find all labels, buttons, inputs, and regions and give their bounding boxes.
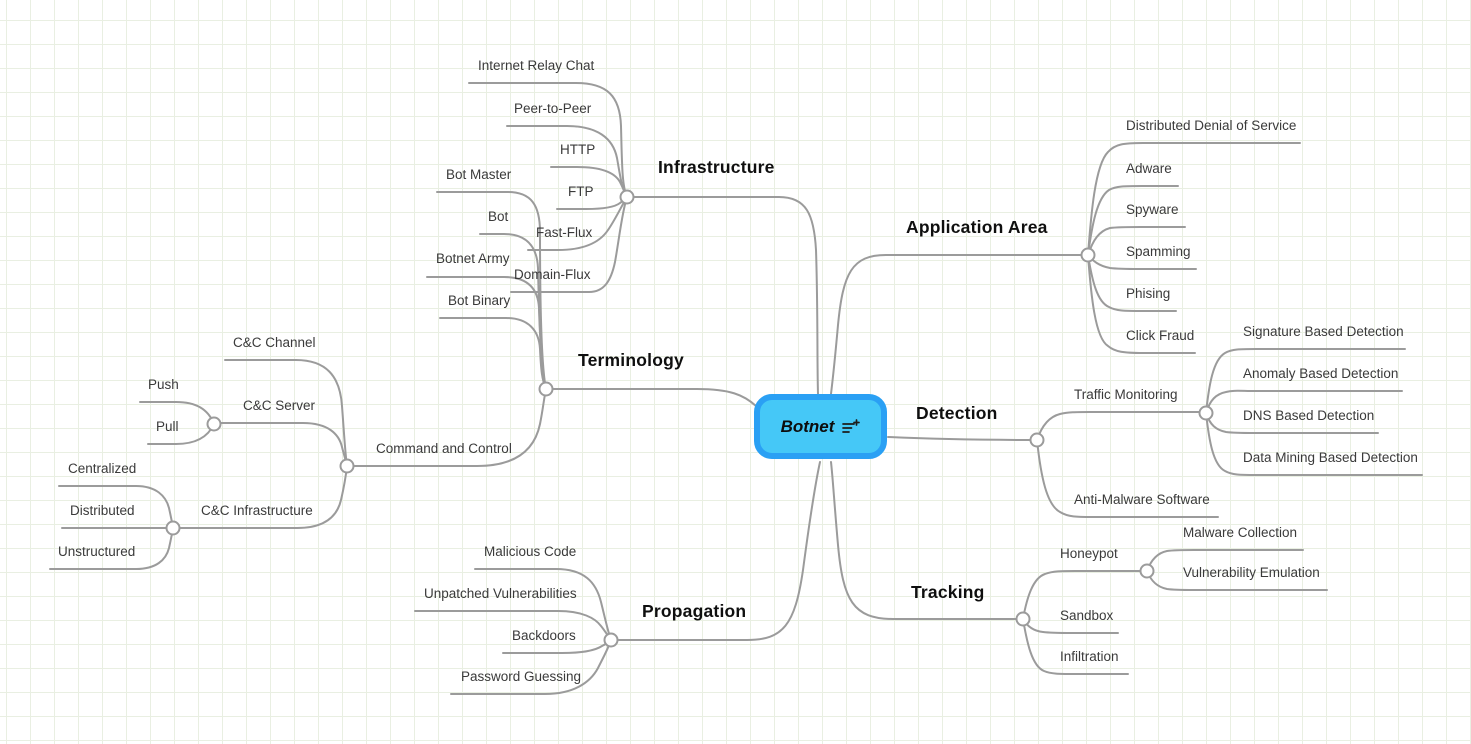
node-centralized[interactable]: Centralized	[68, 461, 137, 476]
edge-anomaly-based-detection	[1205, 389, 1403, 414]
node-command-and-control[interactable]: Command and Control	[376, 441, 512, 456]
node-backdoors[interactable]: Backdoors	[512, 628, 576, 643]
branch-detection[interactable]: Detection	[916, 403, 998, 423]
node-bot-binary[interactable]: Bot Binary	[448, 293, 511, 308]
node-vulnerability-emulation[interactable]: Vulnerability Emulation	[1183, 565, 1320, 580]
edge-data-mining-based-detection	[1205, 412, 1423, 476]
edge-domain-flux	[510, 196, 628, 293]
node-anomaly-based-detection[interactable]: Anomaly Based Detection	[1243, 366, 1399, 381]
node-botnet-army[interactable]: Botnet Army	[436, 251, 510, 266]
node-sandbox[interactable]: Sandbox	[1060, 608, 1114, 623]
edge-bot-binary	[439, 317, 547, 390]
edge-peer-to-peer	[506, 125, 628, 198]
node-spyware[interactable]: Spyware	[1126, 202, 1179, 217]
edge-adware	[1087, 185, 1179, 256]
node-ftp[interactable]: FTP	[568, 184, 594, 199]
edge-command-and-control	[346, 388, 547, 467]
edge-honeypot	[1022, 570, 1147, 620]
node-anti-malware-software[interactable]: Anti-Malware Software	[1074, 492, 1210, 507]
node-bot[interactable]: Bot	[488, 209, 509, 224]
edge-infrastructure	[626, 196, 819, 395]
junction-toggle-traffic-monitoring[interactable]	[1198, 405, 1214, 421]
junction-toggle-detection[interactable]	[1029, 432, 1045, 448]
edge-signature-based-detection	[1205, 348, 1406, 414]
node-infiltration[interactable]: Infiltration	[1060, 649, 1119, 664]
node-phising[interactable]: Phising	[1126, 286, 1171, 301]
node-peer-to-peer[interactable]: Peer-to-Peer	[514, 101, 592, 116]
junction-toggle-application-area[interactable]	[1080, 247, 1096, 263]
edge-fast-flux	[527, 196, 628, 251]
edge-malware-collection	[1146, 549, 1304, 572]
node-distributed[interactable]: Distributed	[70, 503, 135, 518]
edge-traffic-monitoring	[1036, 411, 1206, 441]
node-fast-flux[interactable]: Fast-Flux	[536, 225, 593, 240]
junction-toggle-tracking[interactable]	[1015, 611, 1031, 627]
edge-dns-based-detection	[1205, 412, 1379, 434]
branch-application-area[interactable]: Application Area	[906, 217, 1048, 237]
list-plus-icon[interactable]	[842, 419, 861, 434]
node-adware[interactable]: Adware	[1126, 161, 1172, 176]
edge-infiltration	[1022, 618, 1129, 675]
node-unstructured[interactable]: Unstructured	[58, 544, 136, 559]
node-password-guessing[interactable]: Password Guessing	[461, 669, 582, 684]
edge-tracking	[830, 461, 1024, 620]
node-dns-based-detection[interactable]: DNS Based Detection	[1243, 408, 1375, 423]
edge-password-guessing	[450, 639, 612, 695]
edge-phising	[1087, 254, 1177, 312]
edge-anti-malware-software	[1036, 439, 1219, 518]
junction-toggle-propagation[interactable]	[603, 632, 619, 648]
edge-detection	[887, 436, 1037, 441]
edge-click-fraud	[1087, 254, 1196, 354]
branch-infrastructure[interactable]: Infrastructure	[658, 157, 775, 177]
junction-toggle-infrastructure[interactable]	[619, 189, 635, 205]
node-spamming[interactable]: Spamming	[1126, 244, 1191, 259]
edge-ddos	[1087, 142, 1301, 256]
node-traffic-monitoring[interactable]: Traffic Monitoring	[1074, 387, 1178, 402]
root-node-label: Botnet	[780, 416, 835, 436]
root-node-botnet[interactable]: Botnet	[754, 394, 887, 459]
edge-cc-server	[213, 422, 348, 467]
node-data-mining-based-detection[interactable]: Data Mining Based Detection	[1243, 450, 1418, 465]
node-bot-master[interactable]: Bot Master	[446, 167, 512, 182]
node-signature-based-detection[interactable]: Signature Based Detection	[1243, 324, 1404, 339]
edge-internet-relay-chat	[468, 82, 628, 198]
junction-toggle-cc-infrastructure[interactable]	[165, 520, 181, 536]
edge-application-area	[830, 254, 1089, 395]
edge-botnet-army	[426, 276, 547, 390]
junction-toggle-cc-server[interactable]	[206, 416, 222, 432]
node-click-fraud[interactable]: Click Fraud	[1126, 328, 1195, 343]
edge-malicious-code	[474, 568, 612, 641]
node-domain-flux[interactable]: Domain-Flux	[514, 267, 591, 282]
edge-propagation	[610, 461, 821, 641]
node-pull[interactable]: Pull	[156, 419, 179, 434]
node-push[interactable]: Push	[148, 377, 179, 392]
branch-terminology[interactable]: Terminology	[578, 350, 684, 370]
branch-tracking[interactable]: Tracking	[911, 582, 985, 602]
node-http[interactable]: HTTP	[560, 142, 596, 157]
node-internet-relay-chat[interactable]: Internet Relay Chat	[478, 58, 595, 73]
node-malware-collection[interactable]: Malware Collection	[1183, 525, 1298, 540]
node-honeypot[interactable]: Honeypot	[1060, 546, 1118, 561]
branch-propagation[interactable]: Propagation	[642, 601, 747, 621]
node-distributed-denial-of-service[interactable]: Distributed Denial of Service	[1126, 118, 1297, 133]
edge-terminology	[545, 388, 757, 407]
node-cc-channel[interactable]: C&C Channel	[233, 335, 316, 350]
junction-toggle-command-and-control[interactable]	[339, 458, 355, 474]
edge-vulnerability-emulation	[1146, 570, 1328, 591]
edge-cc-channel	[224, 359, 348, 467]
node-cc-server[interactable]: C&C Server	[243, 398, 316, 413]
edge-cc-infrastructure	[172, 465, 348, 529]
junction-toggle-terminology[interactable]	[538, 381, 554, 397]
node-cc-infrastructure[interactable]: C&C Infrastructure	[201, 503, 313, 518]
edge-spyware	[1087, 226, 1186, 256]
junction-toggle-honeypot[interactable]	[1139, 563, 1155, 579]
node-unpatched-vulnerabilities[interactable]: Unpatched Vulnerabilities	[424, 586, 577, 601]
node-malicious-code[interactable]: Malicious Code	[484, 544, 577, 559]
